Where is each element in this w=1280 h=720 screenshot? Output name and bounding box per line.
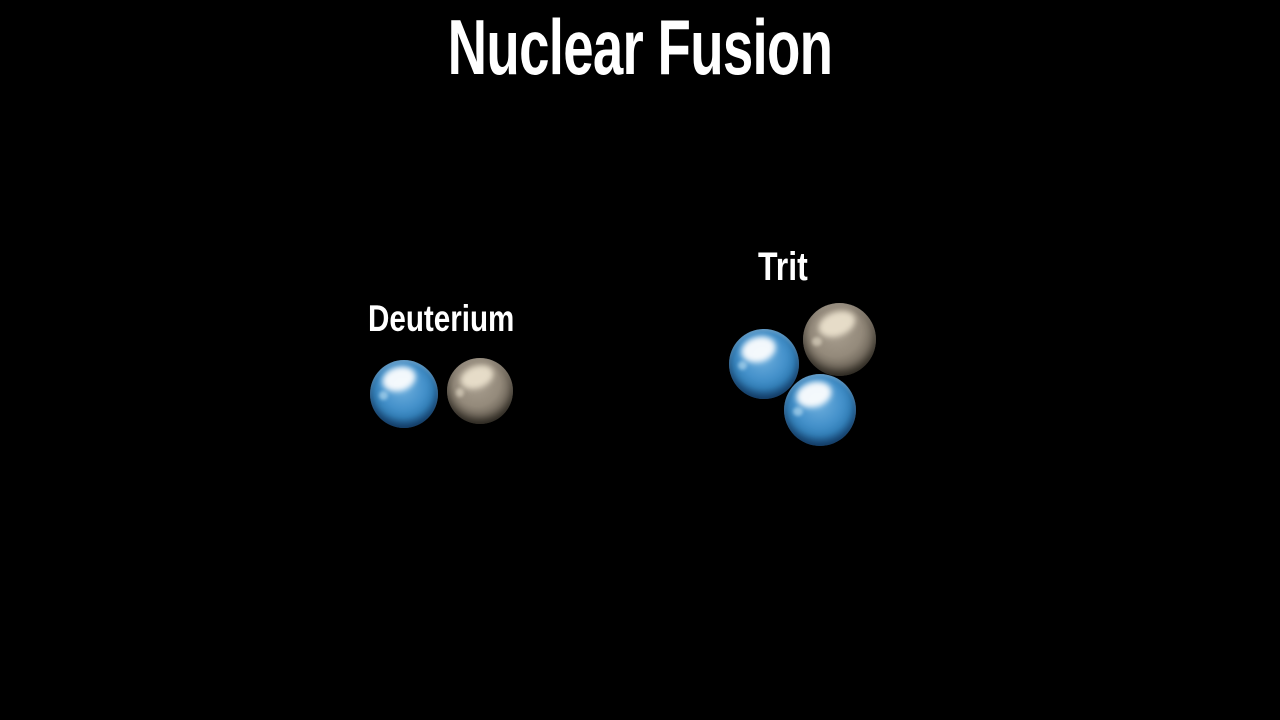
deuterium-gray-particle (447, 358, 513, 424)
deuterium-label: Deuterium (368, 298, 515, 339)
tritium-label: Trit (758, 245, 808, 289)
tritium-gray-particle (803, 303, 876, 376)
tritium-blue-particle-2 (784, 374, 856, 446)
tritium-blue-particle-1 (729, 329, 799, 399)
deuterium-blue-particle (370, 360, 438, 428)
page-title: Nuclear Fusion (447, 3, 833, 91)
